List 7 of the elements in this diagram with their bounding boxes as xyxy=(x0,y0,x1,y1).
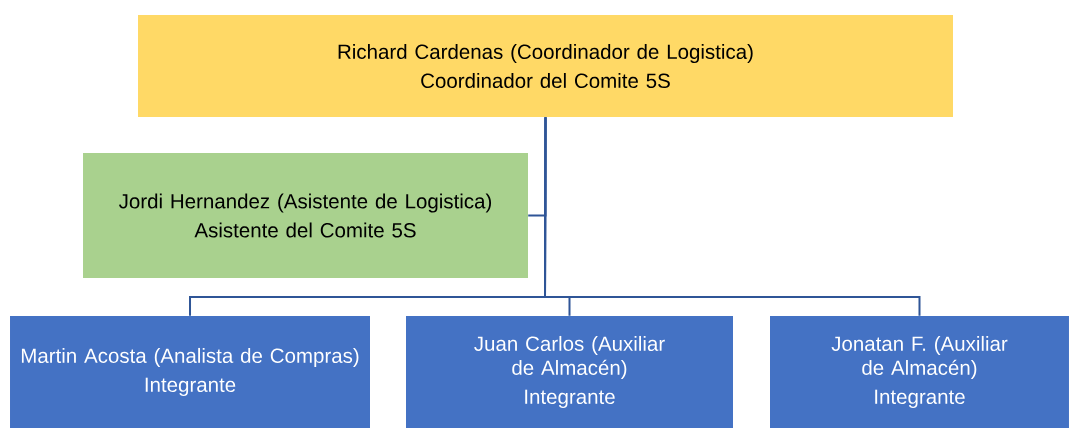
coordinator-box: Richard Cardenas (Coordinador de Logistica) Coordinador del Comite 5S xyxy=(138,15,953,117)
connector-line xyxy=(544,116,921,317)
member-box: Jonatan F. (Auxiliar de Almacén) Integrante xyxy=(770,316,1069,428)
member-box: Martin Acosta (Analista de Compras) Integrante xyxy=(10,316,370,428)
connector-line xyxy=(527,116,547,217)
assistant-box: Jordi Hernandez (Asistente de Logistica) Asistente del Comite 5S xyxy=(83,153,528,278)
member-box: Juan Carlos (Auxiliar de Almacén) Integrante xyxy=(406,316,733,428)
